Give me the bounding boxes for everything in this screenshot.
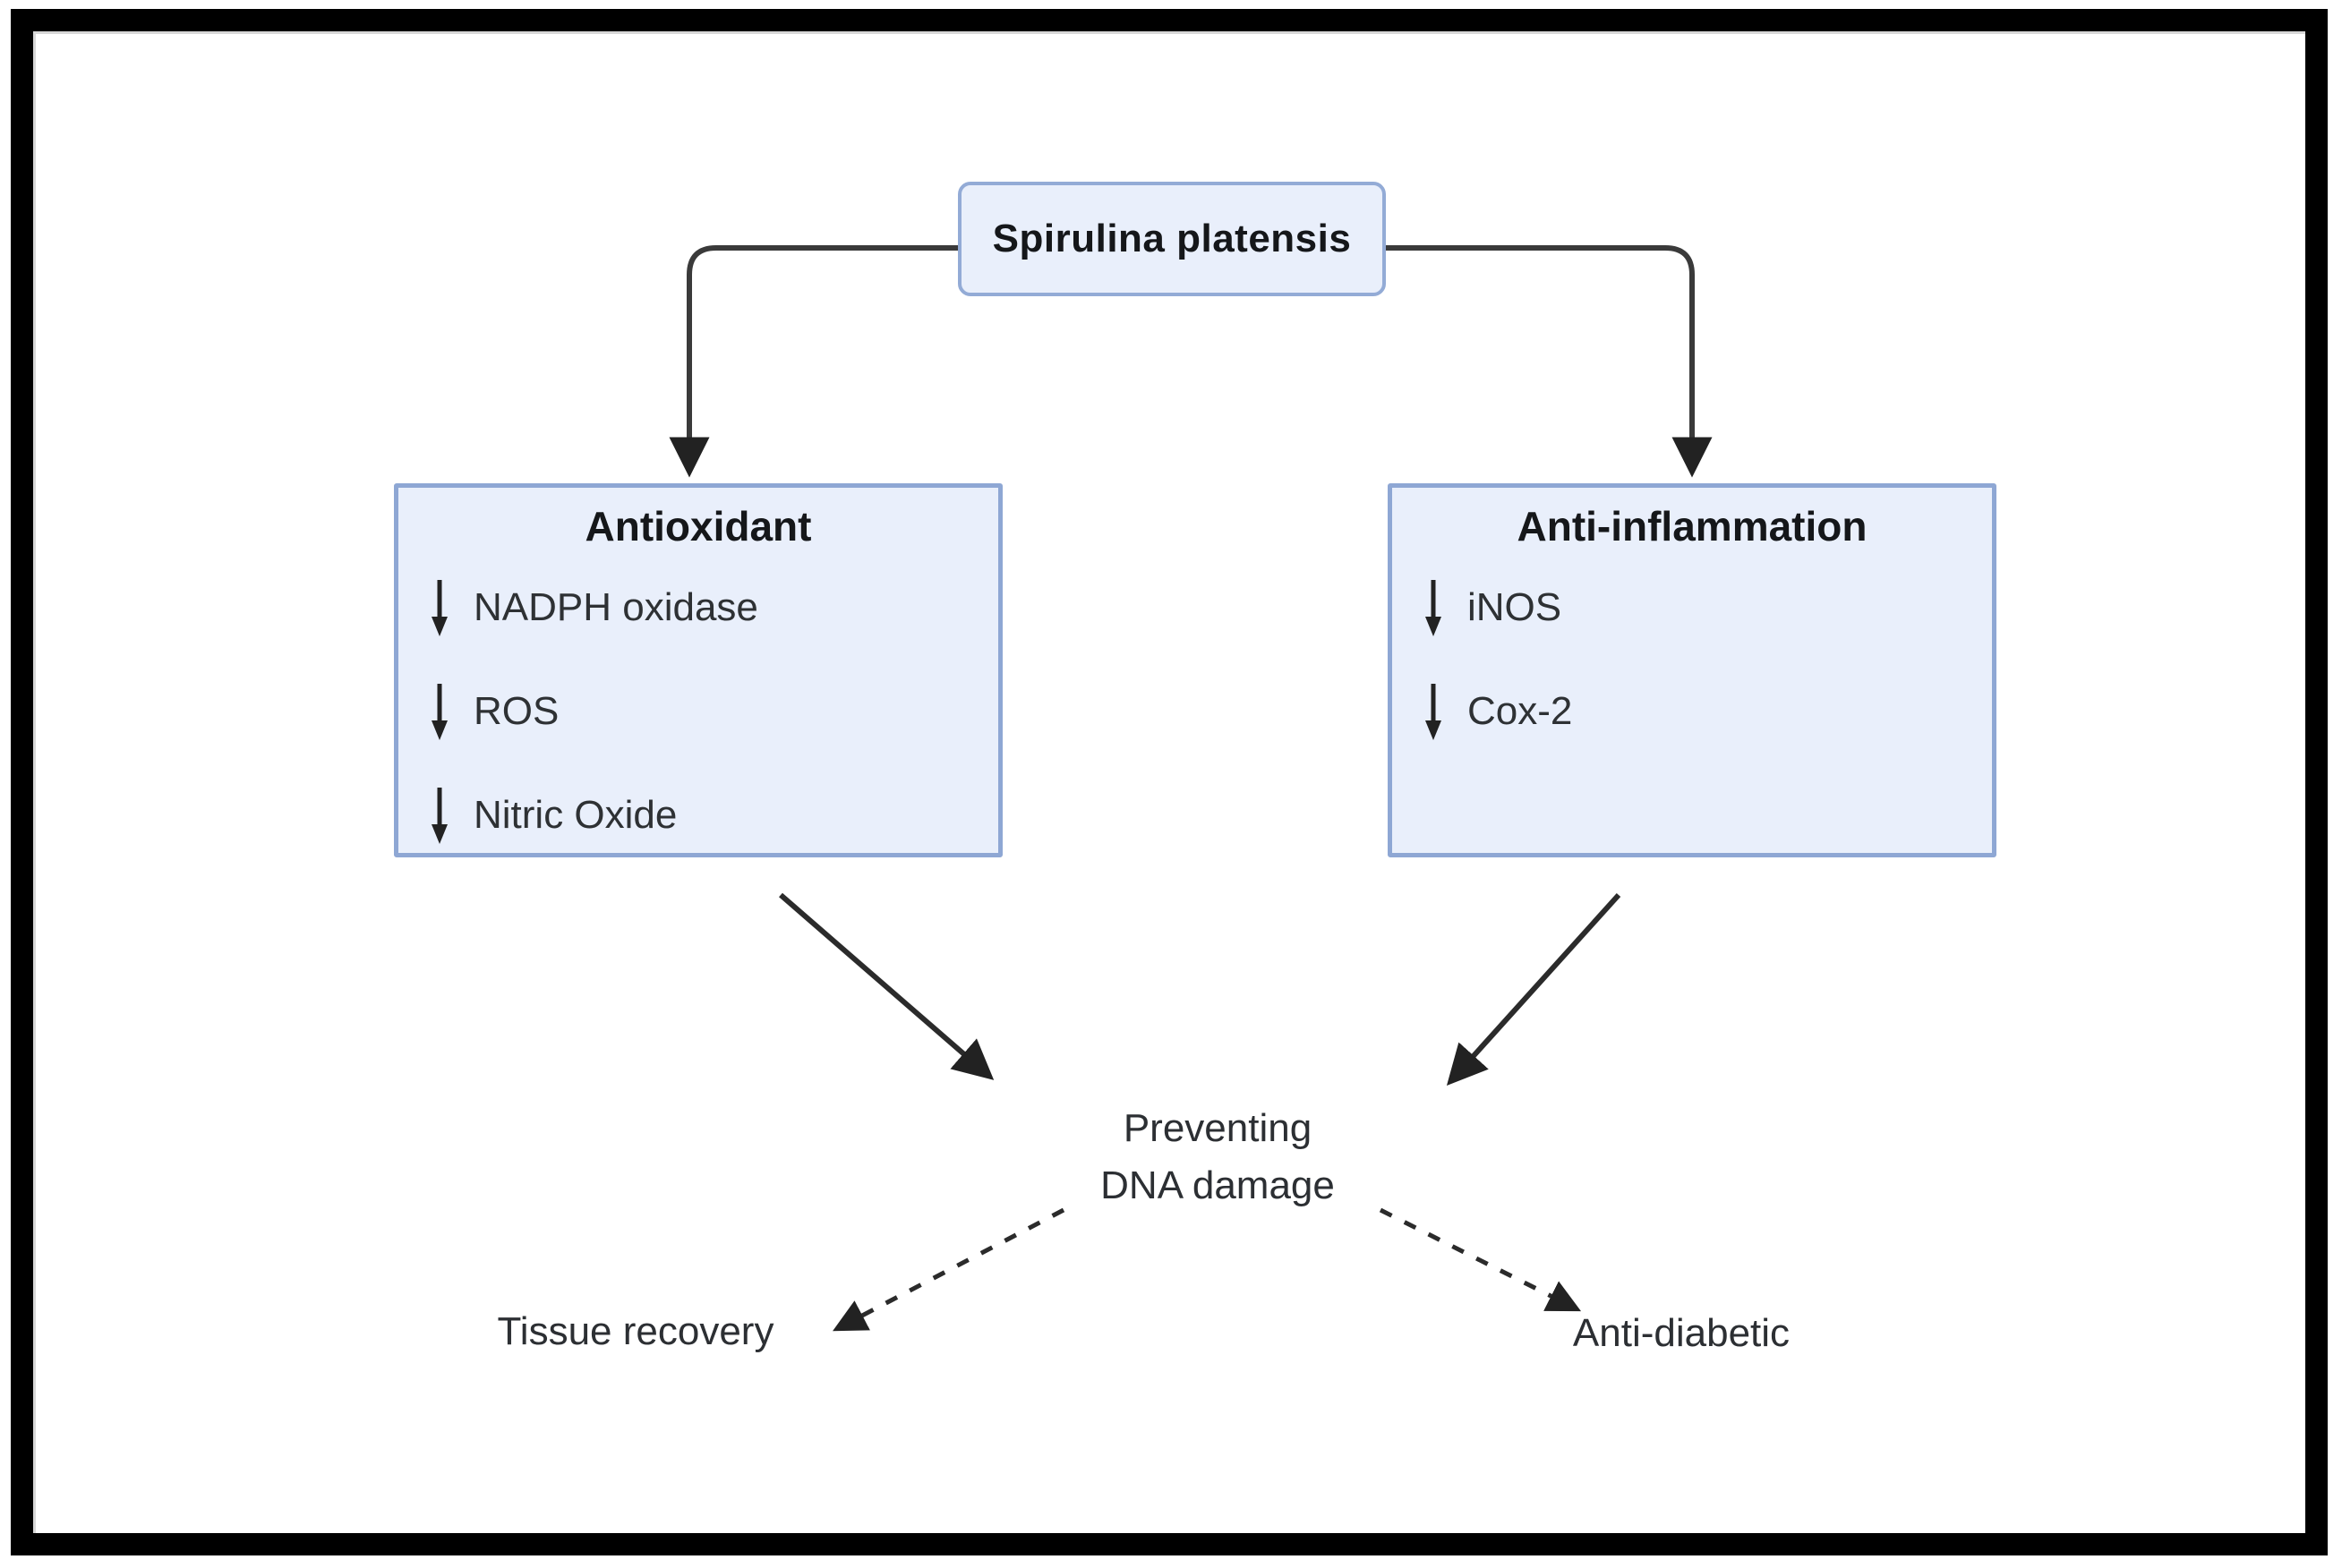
item-label: iNOS	[1467, 585, 1562, 629]
arrow-antiinflammation-to-dna	[1446, 892, 1621, 1087]
dashed-arrow-dna-to-antidiabetic	[1379, 1207, 1582, 1312]
node-spirulina-platensis: Spirulina platensis	[958, 182, 1386, 296]
list-item: ROS	[429, 681, 998, 742]
label-preventing-dna-damage: Preventing DNA damage	[1100, 1100, 1335, 1214]
box-antioxidant-items: NADPH oxidase ROS Nitric Oxide	[429, 577, 998, 846]
box-anti-inflammation-items: iNOS Cox-2	[1423, 577, 1992, 742]
decrease-arrow-icon	[1425, 684, 1441, 740]
label-anti-diabetic: Anti-diabetic	[1572, 1311, 1791, 1355]
decrease-arrow-icon	[1425, 580, 1441, 636]
label-preventing-line2: DNA damage	[1100, 1163, 1335, 1207]
list-item: Cox-2	[1423, 681, 1992, 742]
label-tissue-recovery: Tissue recovery	[497, 1309, 774, 1353]
list-item: iNOS	[1423, 577, 1992, 638]
list-item: NADPH oxidase	[429, 577, 998, 638]
decrease-arrow-icon	[432, 580, 448, 636]
item-label: Cox-2	[1467, 689, 1573, 733]
connector-root-to-antiinflammation	[1386, 245, 1713, 478]
dashed-arrow-dna-to-tissue	[833, 1207, 1065, 1332]
connector-root-to-antioxidant	[669, 245, 958, 478]
item-label: NADPH oxidase	[474, 585, 758, 629]
label-preventing-line1: Preventing	[1123, 1106, 1312, 1150]
box-anti-inflammation: Anti-inflammation iNOS Cox-2	[1388, 483, 1996, 857]
decrease-arrow-icon	[432, 684, 448, 740]
arrow-antioxidant-to-dna	[779, 892, 995, 1080]
box-anti-inflammation-title: Anti-inflammation	[1517, 503, 1868, 550]
item-label: ROS	[474, 689, 560, 733]
box-antioxidant: Antioxidant NADPH oxidase ROS	[394, 483, 1003, 857]
decrease-arrow-icon	[432, 788, 448, 844]
node-spirulina-label: Spirulina platensis	[992, 217, 1352, 260]
item-label: Nitric Oxide	[474, 793, 678, 837]
list-item: Nitric Oxide	[429, 785, 998, 846]
box-antioxidant-title: Antioxidant	[585, 503, 812, 550]
